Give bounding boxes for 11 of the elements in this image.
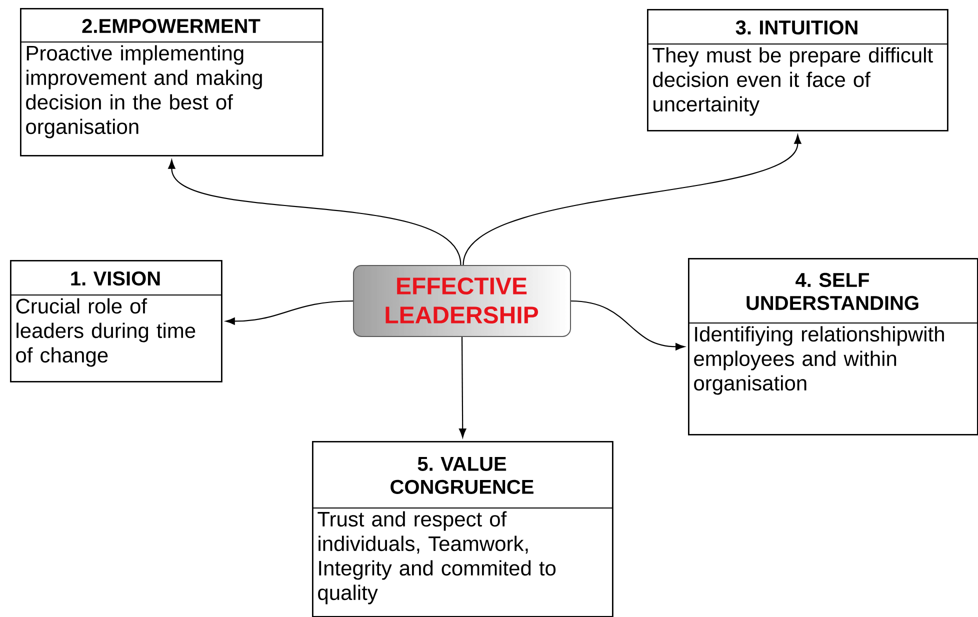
titled-box: 1. VISION Crucial role of leaders during time of change xyxy=(10,260,222,382)
arrow xyxy=(462,134,802,266)
central-box: EFFECTIVE LEADERSHIP xyxy=(353,265,571,337)
arrow xyxy=(459,337,466,438)
titled-box: 2.EMPOWERMENT Proactive implementing improvement and making decision in the best of organisation xyxy=(20,8,324,156)
arrow xyxy=(168,160,462,266)
arrow xyxy=(226,300,354,325)
arrow xyxy=(570,300,685,350)
titled-box: 5. VALUE CONGRUENCE Trust and respect of individuals, Teamwork, Integrity and commited to quality xyxy=(312,441,614,617)
titled-box: 3. INTUITION They must be prepare difficult decision even it face of uncertainity xyxy=(646,9,948,132)
titled-box: 4. SELF UNDERSTANDING Identifiying relationshipwith employees and within organisation xyxy=(688,258,978,436)
